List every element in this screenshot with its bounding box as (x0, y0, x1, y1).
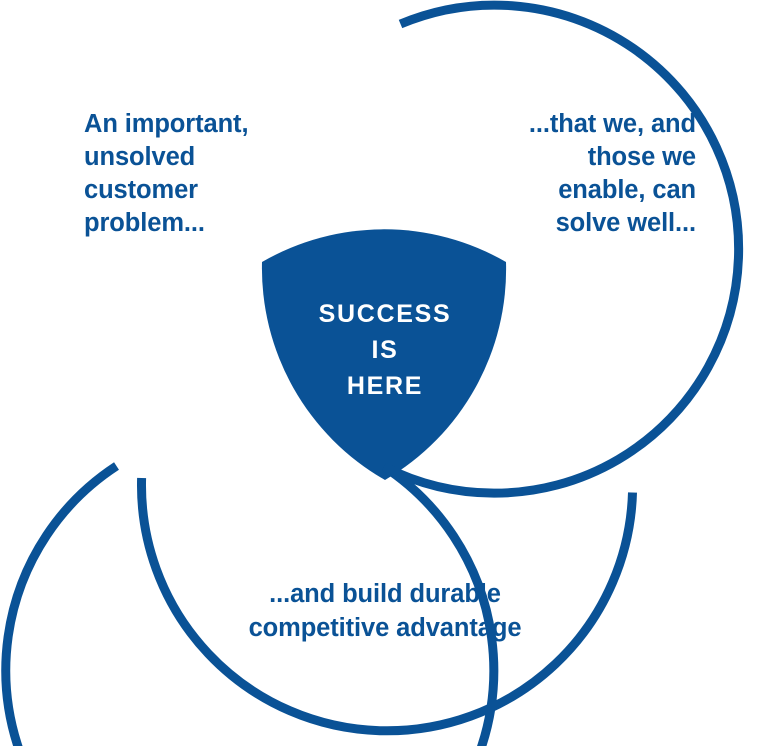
success-intersection-fill (261, 229, 507, 480)
solve-well-circle-arc (381, 0, 744, 498)
success-is-here-label: SUCCESS IS HERE (318, 300, 452, 400)
solve-well-label: ...that we, and those we enable, can sol… (528, 110, 696, 238)
durable-advantage-label: ...and build durable competitive advanta… (248, 580, 522, 642)
customer-problem-label: An important, unsolved customer problem.… (84, 110, 249, 238)
durable-advantage-circle-arc (137, 477, 637, 736)
customer-problem-circle-arc (1, 462, 499, 746)
